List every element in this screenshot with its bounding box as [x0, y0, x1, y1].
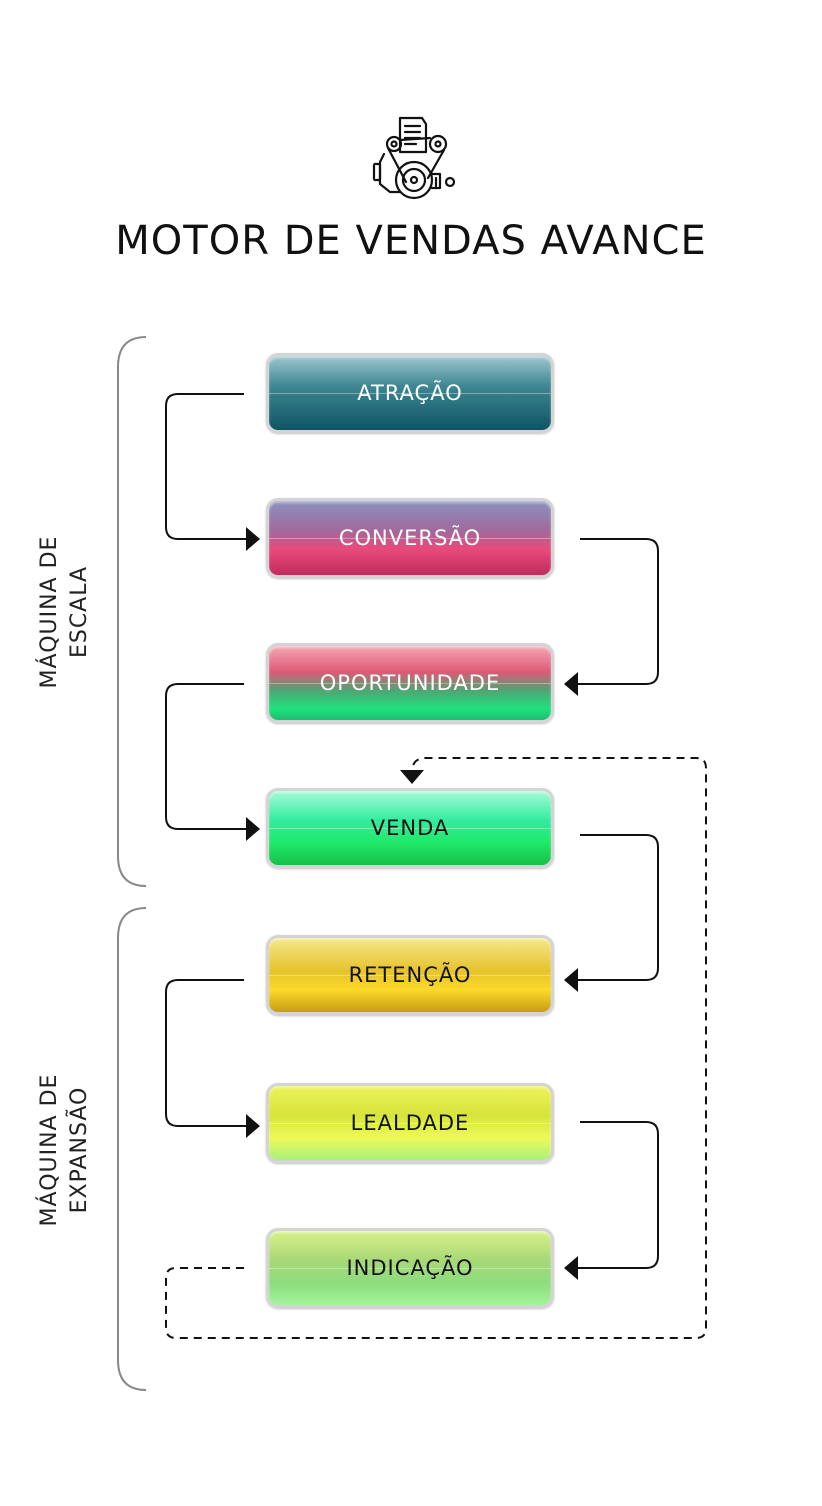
stage-label: LEALDADE [350, 1111, 470, 1135]
group-label-escala: MÁQUINA DE ESCALA [37, 535, 92, 689]
stage-conversao: CONVERSÃO [266, 498, 554, 578]
arrowhead-venda [246, 817, 260, 841]
connector-venda-retencao [578, 834, 659, 981]
stage-label: OPORTUNIDADE [319, 671, 501, 695]
arrowhead-oportunidade [564, 672, 578, 696]
stage-label: ATRAÇÃO [357, 381, 463, 405]
stage-atracao: ATRAÇÃO [266, 353, 554, 433]
stage-venda: VENDA [266, 788, 554, 868]
connector-retencao-lealdade [165, 979, 246, 1127]
stage-label: INDICAÇÃO [346, 1256, 474, 1280]
stage-label: CONVERSÃO [338, 526, 482, 550]
stage-label: VENDA [370, 816, 450, 840]
stage-retencao: RETENÇÃO [266, 935, 554, 1015]
stage-lealdade: LEALDADE [266, 1083, 554, 1163]
stage-label: RETENÇÃO [348, 963, 472, 987]
connector-lealdade-indicacao [578, 1121, 659, 1269]
connector-conversao-oportunidade [578, 538, 659, 685]
bracket-expansao [117, 907, 147, 1391]
arrowhead-indicacao [564, 1256, 578, 1280]
arrowhead-lealdade [246, 1114, 260, 1138]
connector-oportunidade-venda [165, 683, 246, 830]
bracket-escala [117, 336, 147, 887]
arrowhead-retencao [564, 968, 578, 992]
stage-oportunidade: OPORTUNIDADE [266, 643, 554, 723]
stage-indicacao: INDICAÇÃO [266, 1228, 554, 1308]
connector-atracao-conversao [165, 393, 246, 540]
arrowhead-loop-venda [400, 770, 424, 784]
arrowhead-conversao [246, 527, 260, 551]
group-label-expansao: MÁQUINA DE EXPANSÃO [37, 1073, 92, 1227]
engine-icon [372, 116, 456, 200]
connector-indicacao-venda-loop [165, 757, 707, 1339]
page-title: MOTOR DE VENDAS AVANCE [115, 218, 707, 264]
